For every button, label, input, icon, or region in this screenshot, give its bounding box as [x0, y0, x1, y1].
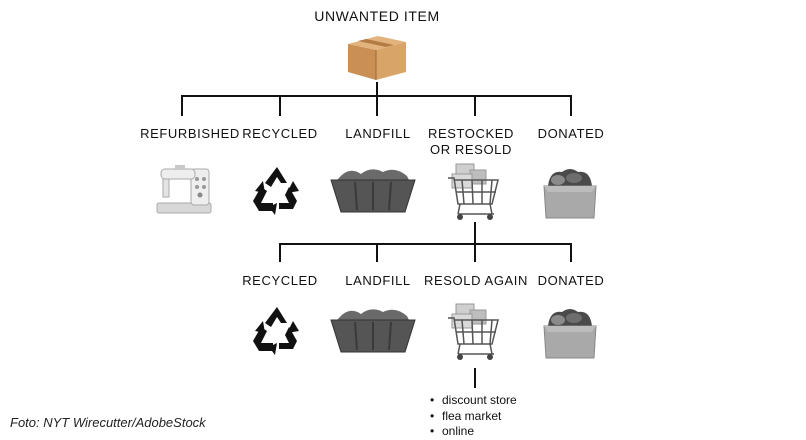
- node-recycled-2: RECYCLED: [242, 273, 318, 288]
- node-landfill: LANDFILL: [345, 126, 411, 141]
- donation-box-icon: [543, 309, 597, 359]
- shopping-cart-icon: [448, 303, 499, 360]
- node-resold-again: RESOLD AGAIN: [423, 273, 529, 288]
- donation-box-icon: [543, 169, 597, 219]
- list-item: flea market: [430, 409, 517, 425]
- node-landfill-2: LANDFILL: [345, 273, 411, 288]
- node-restocked-or-resold: RESTOCKED OR RESOLD: [427, 126, 515, 157]
- recycle-icon: [253, 307, 299, 355]
- shopping-cart-icon: [448, 163, 499, 220]
- cardboard-box-icon: [348, 36, 406, 80]
- resold-options-list: discount store flea market online: [430, 393, 517, 440]
- root-title: UNWANTED ITEM: [314, 8, 440, 24]
- node-refurbished: REFURBISHED: [140, 126, 240, 141]
- dumpster-icon: [330, 169, 416, 213]
- node-recycled: RECYCLED: [242, 126, 318, 141]
- dumpster-icon: [330, 309, 416, 353]
- node-donated-2: DONATED: [537, 273, 605, 288]
- photo-credit: Foto: NYT Wirecutter/AdobeStock: [10, 415, 206, 430]
- list-item: online: [430, 424, 517, 440]
- list-item: discount store: [430, 393, 517, 409]
- node-donated: DONATED: [537, 126, 605, 141]
- sewing-machine-icon: [156, 165, 212, 214]
- recycle-icon: [253, 167, 299, 215]
